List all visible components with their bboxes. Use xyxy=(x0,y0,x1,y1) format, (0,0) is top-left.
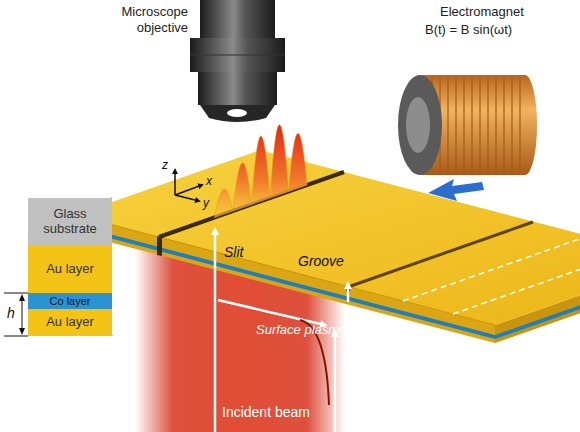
magnet-face xyxy=(398,75,442,175)
dashed-guide xyxy=(403,236,580,301)
part-label: Slit xyxy=(224,244,264,261)
coil-windings xyxy=(432,77,520,173)
axis-arrow xyxy=(175,195,199,201)
slab-edge xyxy=(75,215,495,325)
axis-arrow xyxy=(174,170,176,195)
instrument-label: Microscope objective xyxy=(96,4,188,35)
dashed-guide xyxy=(453,249,580,314)
layer-label: Co layer xyxy=(48,295,93,308)
objective-groove xyxy=(190,55,285,56)
objective-barrel xyxy=(198,72,277,105)
axis-label: x xyxy=(206,174,218,188)
plasmon-arrow xyxy=(218,300,325,325)
field-arrow xyxy=(428,179,484,201)
part-label: Groove xyxy=(298,253,358,270)
beam-arrow xyxy=(334,332,337,432)
instrument-label: Electromagnet xyxy=(440,4,570,20)
field-formula: B(t) = B sin(ωt) xyxy=(425,22,575,38)
beam-label: Incident beam xyxy=(222,404,332,421)
dimension-tick xyxy=(4,293,28,294)
layer-label: Au layer xyxy=(44,315,96,330)
slab-front-face xyxy=(75,215,495,343)
dimension-line xyxy=(22,300,23,329)
beam-arrow xyxy=(214,230,217,432)
beam-label: Surface plasmon xyxy=(256,322,376,338)
dimension-label: h xyxy=(7,305,19,322)
lens-highlight xyxy=(227,109,247,117)
axis-label: z xyxy=(162,158,174,172)
axis-label: y xyxy=(203,196,215,210)
layer-label: Glass substrate xyxy=(28,207,112,237)
dimension-tick xyxy=(4,336,28,337)
magnet-core xyxy=(406,97,430,153)
layer-label: Au layer xyxy=(44,262,96,277)
layer-band: Au layer xyxy=(28,245,112,293)
scatter-arrow xyxy=(347,284,350,302)
objective-body xyxy=(200,0,275,38)
layer-band: Glass substrate xyxy=(28,198,112,245)
layer-band: Au layer xyxy=(28,309,112,336)
axis-arrow xyxy=(175,185,202,195)
layer-band: Co layer xyxy=(28,293,112,309)
dimension-arrows xyxy=(19,294,25,335)
objective-ring xyxy=(190,38,285,72)
objective-tip xyxy=(200,105,275,122)
plasmon-field-peaks xyxy=(215,125,308,218)
slit-notch xyxy=(157,236,162,256)
cobalt-stripe xyxy=(75,225,495,339)
groove-line xyxy=(348,222,533,287)
